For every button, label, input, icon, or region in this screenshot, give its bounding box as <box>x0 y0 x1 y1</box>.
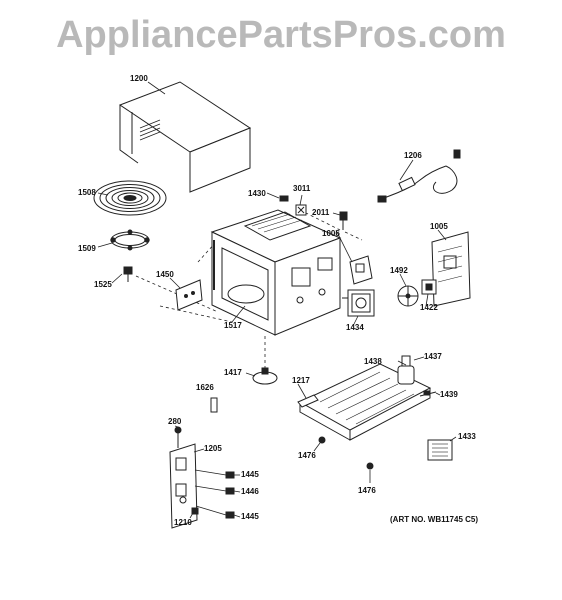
label-1445-b: 1445 <box>241 512 259 521</box>
power-cord-1206 <box>377 149 461 203</box>
label-1476-b: 1476 <box>358 486 376 495</box>
label-1005: 1005 <box>430 222 448 231</box>
label-1450: 1450 <box>156 270 174 279</box>
label-3011: 3011 <box>293 184 311 193</box>
label-1509: 1509 <box>78 244 96 253</box>
label-1417: 1417 <box>224 368 242 377</box>
label-1006: 1006 <box>322 229 340 238</box>
magnetron-1434 <box>342 289 375 317</box>
label-2011: 2011 <box>312 208 330 217</box>
fan-blade-1492 <box>397 285 419 307</box>
label-1434: 1434 <box>346 323 364 332</box>
label-1439: 1439 <box>440 390 458 399</box>
screw-1476 <box>318 436 374 470</box>
watermark: AppliancePartsPros.com <box>56 14 506 56</box>
switch-1445-b <box>225 511 235 519</box>
label-1492: 1492 <box>390 266 408 275</box>
part-1626 <box>210 397 218 413</box>
label-1476-a: 1476 <box>298 451 316 460</box>
fan-motor-1422 <box>421 279 437 295</box>
label-1525: 1525 <box>94 280 112 289</box>
label-1446: 1446 <box>241 487 259 496</box>
part-2011 <box>339 211 348 230</box>
label-1206: 1206 <box>404 151 422 160</box>
roller-ring-1509 <box>110 229 150 251</box>
art-number: (ART NO. WB11745 C5) <box>390 515 479 524</box>
label-1430: 1430 <box>248 189 266 198</box>
oven-cavity-1517 <box>210 209 342 336</box>
label-1626: 1626 <box>196 383 214 392</box>
label-1205: 1205 <box>204 444 222 453</box>
part-3011 <box>295 204 307 216</box>
label-1438: 1438 <box>364 357 382 366</box>
label-1508: 1508 <box>78 188 96 197</box>
label-1422: 1422 <box>420 303 438 312</box>
label-1217: 1217 <box>292 376 310 385</box>
part-1217 <box>297 394 319 408</box>
turntable-motor-1417 <box>252 367 278 385</box>
label-1437: 1437 <box>424 352 442 361</box>
coupler-1525 <box>123 266 133 282</box>
label-280: 280 <box>168 417 182 426</box>
latch-assembly-1205 <box>169 426 198 529</box>
turntable-tray-1508 <box>93 180 167 216</box>
bracket-1450 <box>175 279 203 311</box>
capacitor-1438 <box>397 355 415 385</box>
label-1445-a: 1445 <box>241 470 259 479</box>
label-1517: 1517 <box>224 321 242 330</box>
switch-1445-a <box>225 471 235 479</box>
outer-case-1200 <box>118 81 252 193</box>
switch-1446 <box>225 487 235 495</box>
diode-1439 <box>419 390 437 397</box>
control-panel-1005 <box>431 231 471 307</box>
interlock-switch-1006 <box>349 255 373 285</box>
label-1210: 1210 <box>174 518 192 527</box>
label-1200: 1200 <box>130 74 148 83</box>
transformer-1433 <box>427 439 453 461</box>
label-1433: 1433 <box>458 432 476 441</box>
part-1210 <box>191 507 199 515</box>
part-1430 <box>279 195 289 202</box>
